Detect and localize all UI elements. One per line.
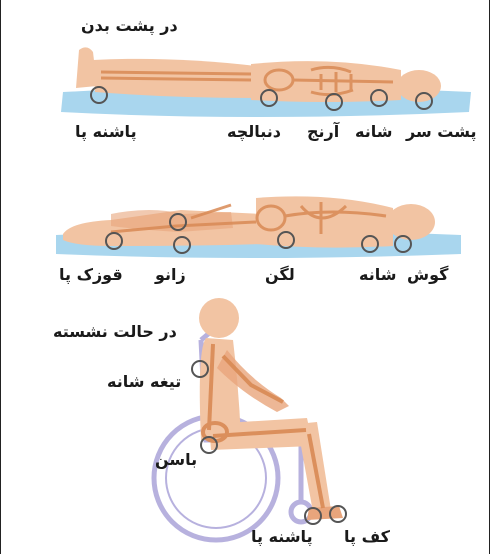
label-shoulder: شانه bbox=[355, 124, 392, 140]
lateral-figure bbox=[56, 196, 461, 258]
label-scapula: تیغه شانه bbox=[107, 374, 181, 390]
supine-figure bbox=[61, 47, 471, 117]
seated-figure bbox=[154, 298, 346, 540]
label-hip: لگن bbox=[265, 267, 295, 283]
label-sacrum: دنبالچه bbox=[227, 124, 281, 140]
label-heel: پاشنه پا bbox=[75, 124, 137, 140]
lateral-torso bbox=[256, 196, 393, 247]
seated-title: در حالت نشسته bbox=[53, 324, 177, 340]
label-heel-seated: پاشنه پا bbox=[251, 529, 313, 545]
seated-head bbox=[199, 298, 239, 338]
label-occiput: پشت سر bbox=[406, 124, 476, 140]
label-ear: گوش bbox=[407, 267, 448, 283]
label-buttock: باسن bbox=[155, 452, 197, 468]
label-knee: زانو bbox=[155, 267, 186, 283]
lateral-head bbox=[387, 204, 435, 240]
label-ankle: قوزک پا bbox=[59, 267, 123, 283]
supine-title: در پشت بدن bbox=[81, 18, 178, 34]
label-sole: کف پا bbox=[344, 529, 390, 545]
supine-head bbox=[397, 70, 441, 102]
label-elbow: آرنج bbox=[307, 124, 339, 140]
label-shoulder-lateral: شانه bbox=[359, 267, 396, 283]
